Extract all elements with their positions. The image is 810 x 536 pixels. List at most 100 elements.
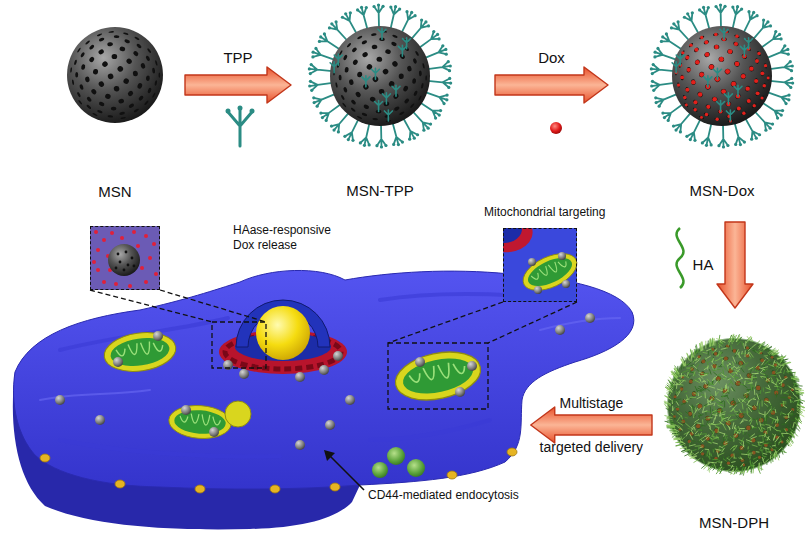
inset-art [90, 226, 160, 290]
pore [97, 109, 103, 114]
inset-box: HAase-responsive Dox release [90, 226, 160, 290]
inset-art [144, 234, 148, 238]
endocytosed-particle [387, 447, 405, 465]
pore [147, 48, 152, 54]
dox-load [698, 92, 702, 96]
dox-load [683, 96, 686, 99]
endocytosis-pointer [330, 456, 364, 490]
pore [119, 111, 125, 115]
pore [349, 79, 354, 85]
membrane-ridge [60, 440, 280, 456]
tpp-ligand [358, 7, 368, 29]
edge-label: Dox [538, 49, 565, 67]
pore [724, 68, 732, 76]
dox-load [704, 40, 708, 44]
tpp-ligand [310, 81, 333, 90]
tpp-ligand [345, 119, 359, 140]
nanoparticle-inside-cell [153, 331, 163, 341]
nanoparticle-inside-cell [325, 420, 335, 430]
nanoparticle-inside-cell [415, 357, 425, 367]
tpp-ligand [761, 32, 781, 48]
pore [88, 56, 95, 63]
pore [122, 77, 129, 84]
tpp-ligand [377, 124, 386, 147]
nanoparticle-inside-cell [319, 365, 329, 375]
zoom-leader [488, 302, 577, 343]
cd44-receptor [447, 471, 457, 479]
pore [677, 82, 680, 88]
pore [392, 34, 398, 38]
tpp-ligand [672, 28, 752, 121]
membrane-ridge [370, 420, 490, 440]
pore [734, 34, 740, 38]
pore [118, 98, 124, 104]
tpp-ligand [655, 48, 677, 59]
edge-label-holder: TPP [223, 49, 252, 67]
inset-art [127, 264, 130, 267]
inset-art [120, 236, 124, 240]
ha-chain [677, 228, 684, 288]
cell-surface [14, 270, 634, 489]
pore [152, 92, 156, 98]
pore [350, 99, 356, 105]
tpp-ligand [753, 20, 770, 39]
pore [340, 94, 345, 100]
pore [703, 51, 710, 58]
inset-art [144, 280, 148, 284]
pore [111, 107, 117, 111]
pore [746, 98, 752, 104]
pore [399, 73, 404, 79]
pore [361, 112, 367, 117]
cd44-receptor [40, 454, 50, 462]
pore [343, 54, 348, 60]
pore [385, 49, 392, 55]
inset-art [114, 282, 118, 286]
zoom-leader [160, 290, 266, 322]
tpp-ligand [724, 93, 732, 104]
tpp-ligand [671, 22, 689, 41]
dox-load [728, 49, 733, 54]
inset-art [94, 230, 98, 234]
mitochondrion [225, 401, 251, 427]
tpp-ligand [391, 7, 400, 29]
tpp-ligand [378, 28, 386, 39]
pore [134, 36, 140, 40]
pore [108, 31, 114, 33]
process-arrow [185, 67, 291, 103]
pore [72, 79, 75, 85]
inset-art [132, 230, 136, 234]
tpp-ligand [330, 28, 410, 121]
pore [718, 57, 724, 62]
pore [92, 113, 98, 117]
cd44-receptor [270, 485, 280, 493]
dox-load [685, 88, 689, 92]
process-arrow [495, 67, 608, 103]
pore [394, 106, 401, 112]
tpp-ligand [663, 104, 683, 120]
dox-load [681, 51, 684, 54]
tpp-ligand [360, 123, 369, 145]
tpp-ligand [676, 54, 684, 65]
pore [763, 83, 766, 89]
dox-load [700, 36, 703, 39]
pore [75, 72, 78, 78]
tpp-ligand [371, 68, 379, 79]
pore [410, 103, 415, 108]
dox-load [705, 113, 709, 117]
tpp-ligand [392, 85, 400, 96]
dox-load [753, 104, 756, 107]
tpp-ligand [342, 13, 356, 34]
pore [146, 75, 150, 81]
tpp-ligand [314, 94, 336, 106]
pore [357, 35, 363, 39]
tpp-molecule [228, 109, 252, 146]
silica-sphere [67, 27, 163, 123]
tpp-ligand [745, 38, 753, 49]
inset-art [102, 238, 106, 242]
pore [412, 58, 417, 64]
dox-load [721, 89, 726, 94]
dox-load [714, 33, 718, 37]
pore [352, 59, 359, 66]
inset-art [148, 256, 152, 260]
